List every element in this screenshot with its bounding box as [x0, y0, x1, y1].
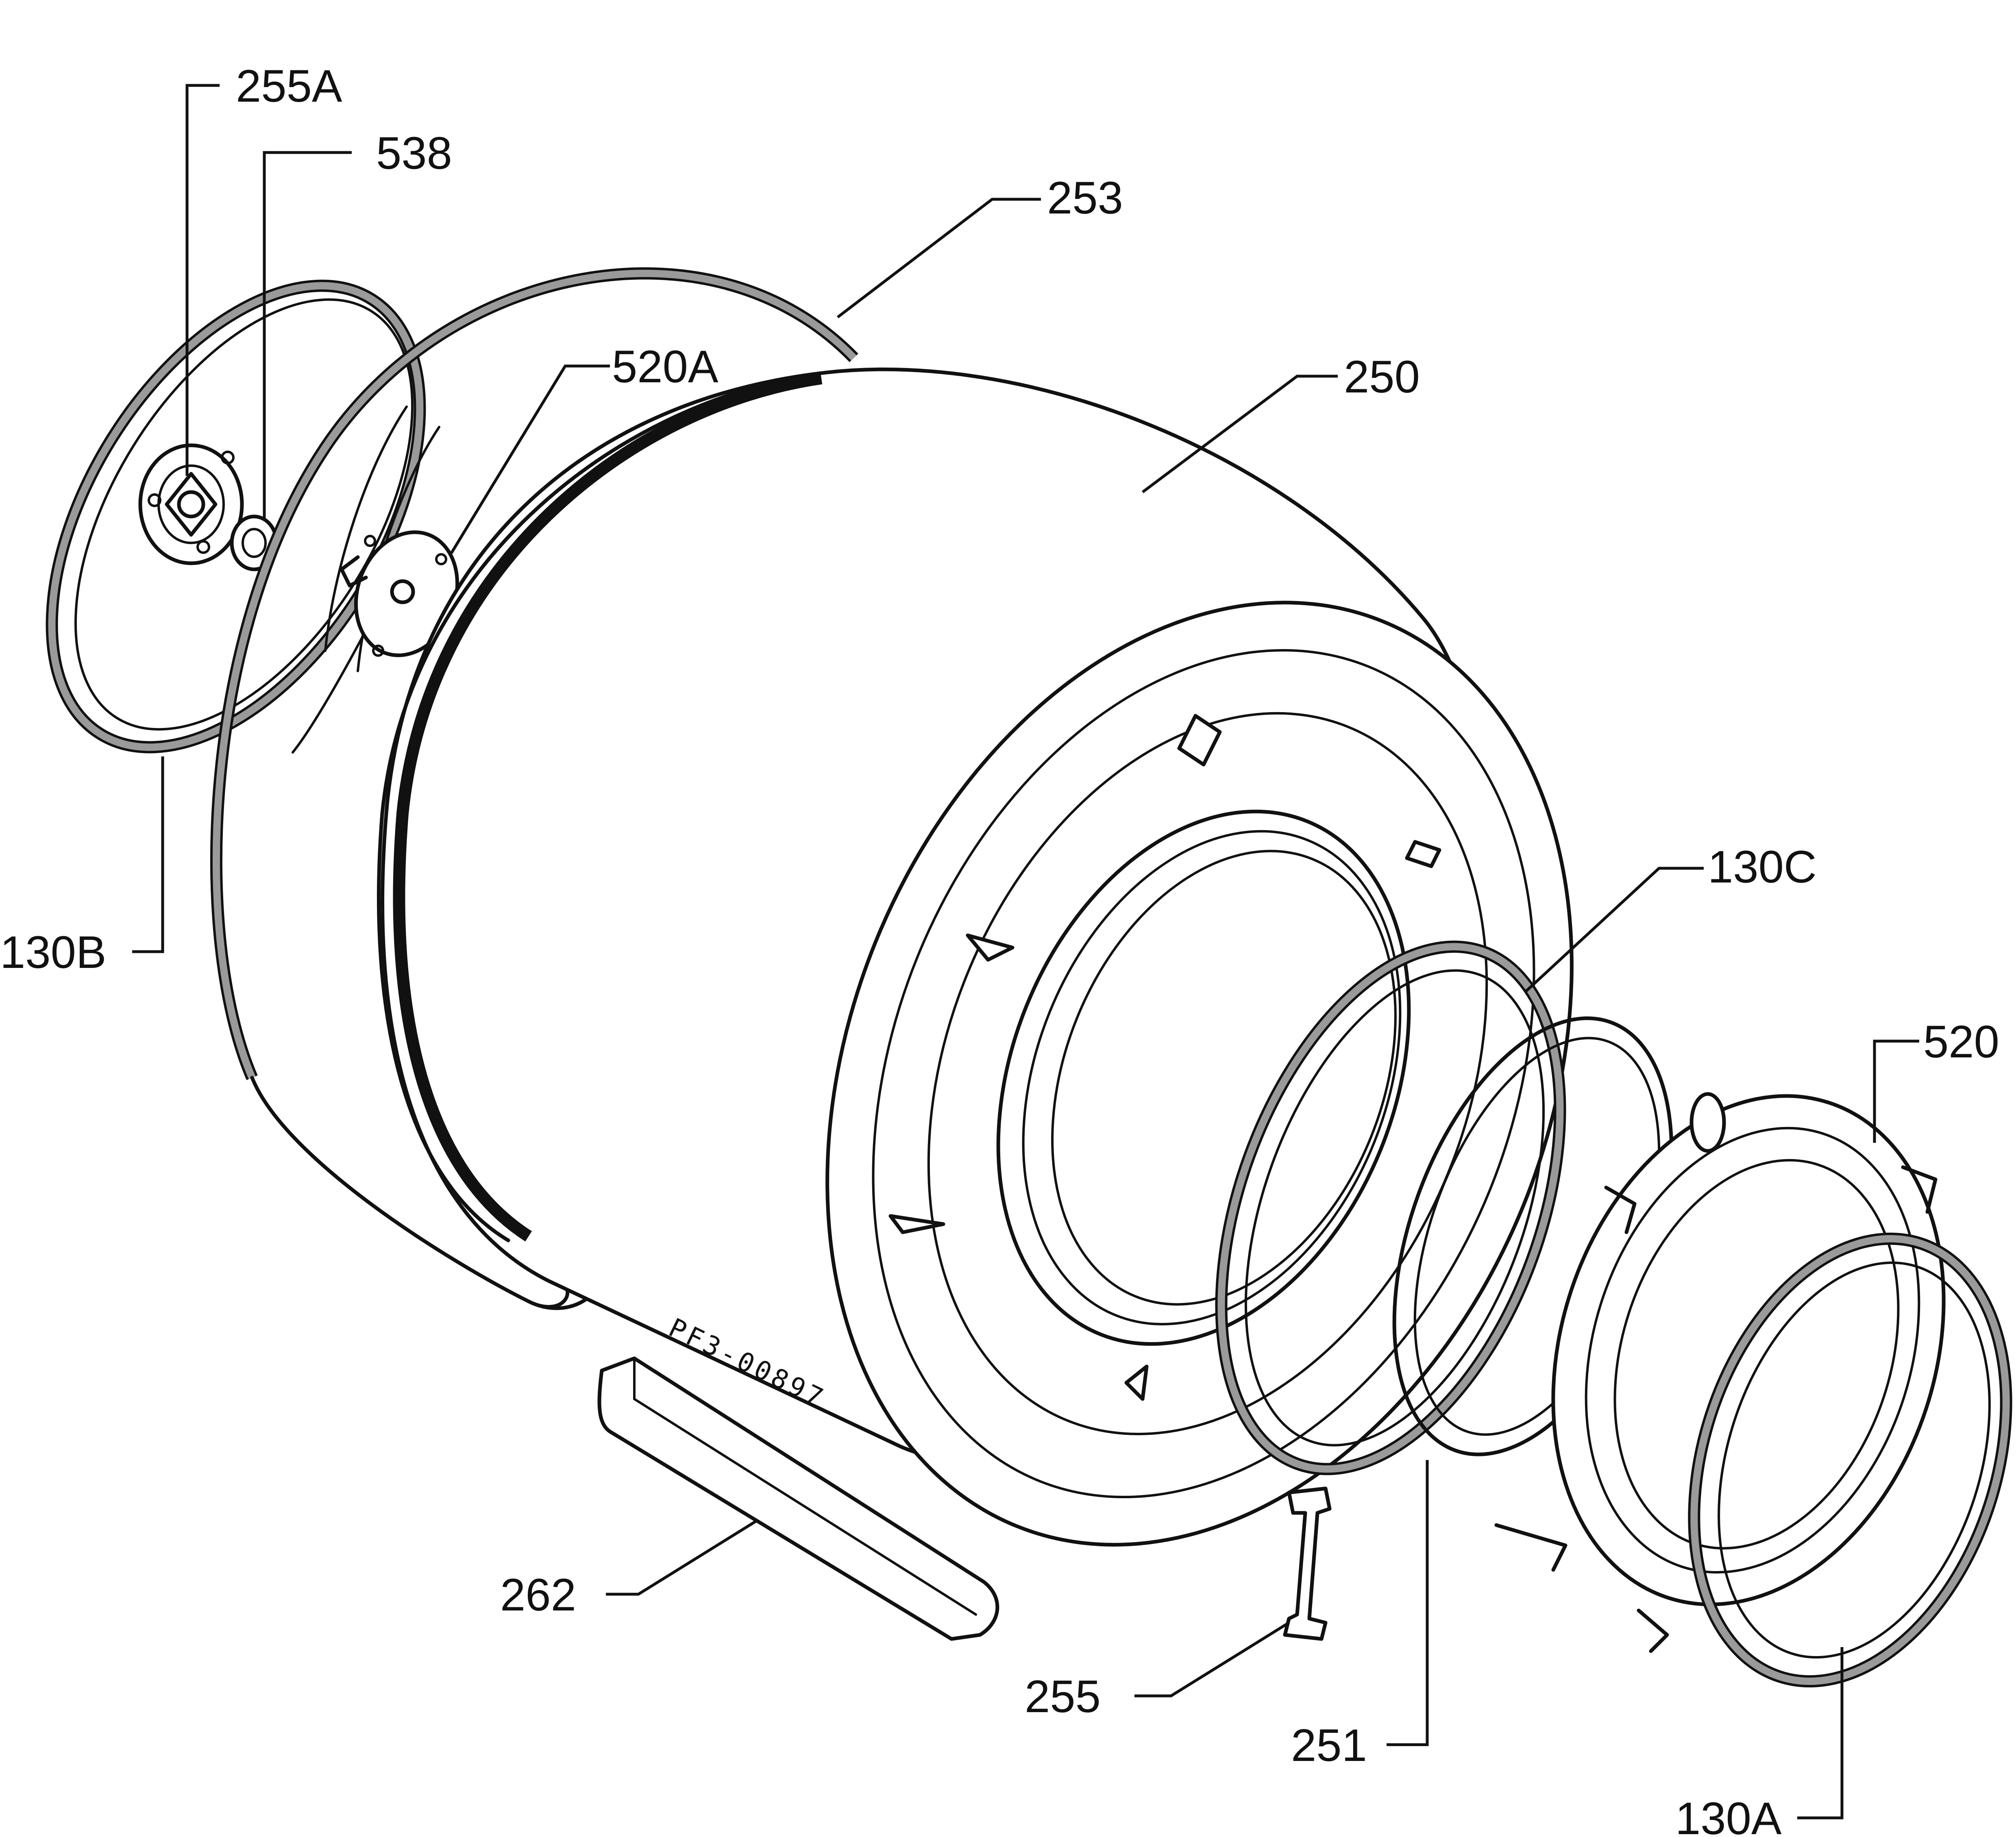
- retaining-clip: [1283, 1486, 1332, 1641]
- callout-538: 538: [376, 128, 452, 179]
- callout-250: 250: [1344, 351, 1420, 402]
- callout-520A: 520A: [612, 341, 718, 392]
- front-drum-gasket: [1215, 940, 1566, 1475]
- callout-255A: 255A: [236, 61, 342, 111]
- rear-drum-shell: [210, 267, 858, 1310]
- callout-262: 262: [500, 1569, 576, 1620]
- callout-255: 255: [1025, 1671, 1101, 1722]
- front-bearing-gasket: [1688, 1232, 2012, 1688]
- callout-251: 251: [1291, 1720, 1367, 1771]
- drum-lifter-baffle: [597, 1356, 999, 1641]
- main-drum-cylinder: [377, 367, 1574, 1547]
- callout-labels: 255A 538 253 520A 250 130B 130C 520 262 …: [0, 61, 1999, 1837]
- callout-253: 253: [1047, 172, 1123, 223]
- callout-130C: 130C: [1708, 841, 1817, 892]
- front-bearing-ring: [1494, 1092, 1946, 1653]
- callout-520: 520: [1923, 1016, 1999, 1067]
- rear-drum-back-plate: [46, 279, 426, 754]
- callout-130A: 130A: [1675, 1793, 1782, 1837]
- leader-lines: [132, 84, 1919, 1820]
- callout-130B: 130B: [0, 927, 107, 978]
